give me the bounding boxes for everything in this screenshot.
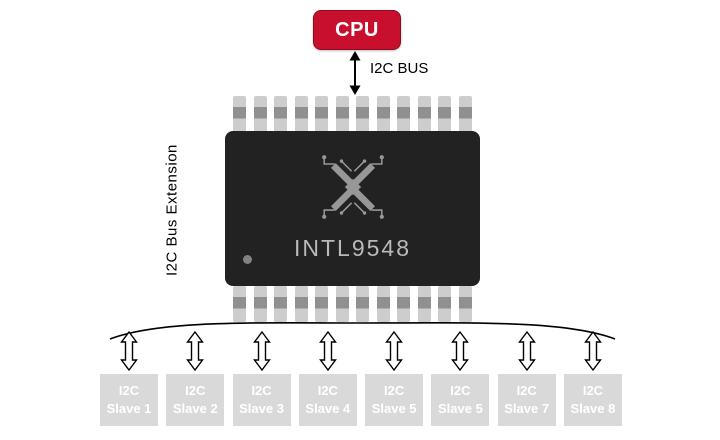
slave-label-line1: I2C [185, 383, 206, 399]
slave-label-line1: I2C [118, 383, 140, 399]
chip-pin [274, 96, 288, 132]
chip-logo-icon [321, 155, 384, 219]
cpu-bus-arrow-icon [349, 51, 361, 95]
updown-arrow-icon [120, 331, 138, 371]
cpu-label: CPU [335, 18, 379, 41]
chip-pin [438, 96, 452, 132]
chip-pins-top [233, 96, 472, 132]
slave-label-line1: I2C [317, 383, 338, 399]
chip-pin [274, 286, 288, 322]
chip-name: INTL9548 [293, 235, 412, 261]
chip-pin [253, 96, 267, 132]
slave-unit: I2C Slave 8 [563, 331, 622, 426]
slave-box: I2C Slave 8 [563, 374, 622, 426]
chip-pin [294, 286, 308, 322]
slave-box: I2C Slave 5 [365, 374, 424, 426]
slave-unit: I2C Slave 4 [298, 331, 357, 426]
chip-body: INTL9548 [225, 131, 480, 286]
updown-arrow-icon [385, 331, 404, 371]
slave-unit: I2C Slave 7 [497, 331, 556, 426]
pin1-dot [243, 255, 252, 264]
chip-pin [397, 286, 411, 322]
chip-pin [417, 286, 431, 322]
chip-pin [335, 96, 349, 132]
chip-pin [458, 286, 472, 322]
chip-pin [376, 96, 390, 132]
chip-pin [376, 286, 390, 322]
chip-side-label: I2C Bus Extension [163, 144, 181, 276]
cpu-box: CPU [313, 10, 401, 50]
chip-pin [315, 286, 329, 322]
slave-unit: I2C Slave 5 [431, 331, 490, 426]
slave-unit: I2C Slave 3 [232, 331, 291, 426]
updown-arrow-icon [186, 331, 205, 371]
chip-pin [438, 286, 452, 322]
chip-pin [397, 96, 411, 132]
updown-arrow-icon [451, 331, 470, 371]
slave-label-line1: I2C [582, 383, 604, 399]
chip-pin [356, 286, 370, 322]
slave-box: I2C Slave 4 [298, 374, 357, 426]
chip-pin [315, 96, 329, 132]
chip-pin [233, 286, 246, 322]
slave-box: I2C Slave 2 [166, 374, 225, 426]
slave-label-line1: I2C [516, 383, 537, 399]
updown-arrow-icon [517, 331, 536, 371]
bus-label: I2C BUS [370, 60, 429, 77]
chip-pin [294, 96, 308, 132]
slave-unit: I2C Slave 5 [365, 331, 424, 426]
slave-unit: I2C Slave 1 [100, 331, 158, 426]
slave-row: I2C Slave 1 I2C Slave 2 I2C Slave 3 I2C Slave 4… [100, 331, 622, 426]
slave-label-line2: Slave 4 [305, 401, 351, 416]
slave-label-line2: Slave 8 [570, 401, 616, 416]
updown-arrow-icon [252, 331, 271, 371]
slave-label-line1: I2C [384, 383, 405, 399]
slave-label-line2: Slave 5 [437, 401, 483, 416]
slave-label-line2: Slave 7 [504, 401, 550, 416]
slave-label-line2: Slave 3 [239, 401, 284, 416]
slave-box: I2C Slave 5 [431, 374, 490, 426]
chip-pin [356, 96, 370, 132]
chip-pins-bottom [233, 286, 472, 322]
slave-label-line1: I2C [450, 383, 471, 399]
slave-label-line2: Slave 5 [371, 401, 417, 416]
updown-arrow-icon [584, 331, 602, 371]
slave-box: I2C Slave 1 [100, 374, 158, 426]
slave-unit: I2C Slave 2 [166, 331, 225, 426]
slave-label-line2: Slave 1 [106, 401, 152, 416]
chip-pin [233, 96, 246, 132]
slave-box: I2C Slave 3 [232, 374, 291, 426]
updown-arrow-icon [318, 331, 337, 371]
chip-pin [253, 286, 267, 322]
slave-label-line1: I2C [251, 383, 272, 399]
chip-pin [417, 96, 431, 132]
slave-box: I2C Slave 7 [497, 374, 556, 426]
slave-label-line2: Slave 2 [172, 401, 218, 416]
chip-pin [458, 96, 472, 132]
fanout-curve [109, 322, 616, 340]
chip-pin [335, 286, 349, 322]
